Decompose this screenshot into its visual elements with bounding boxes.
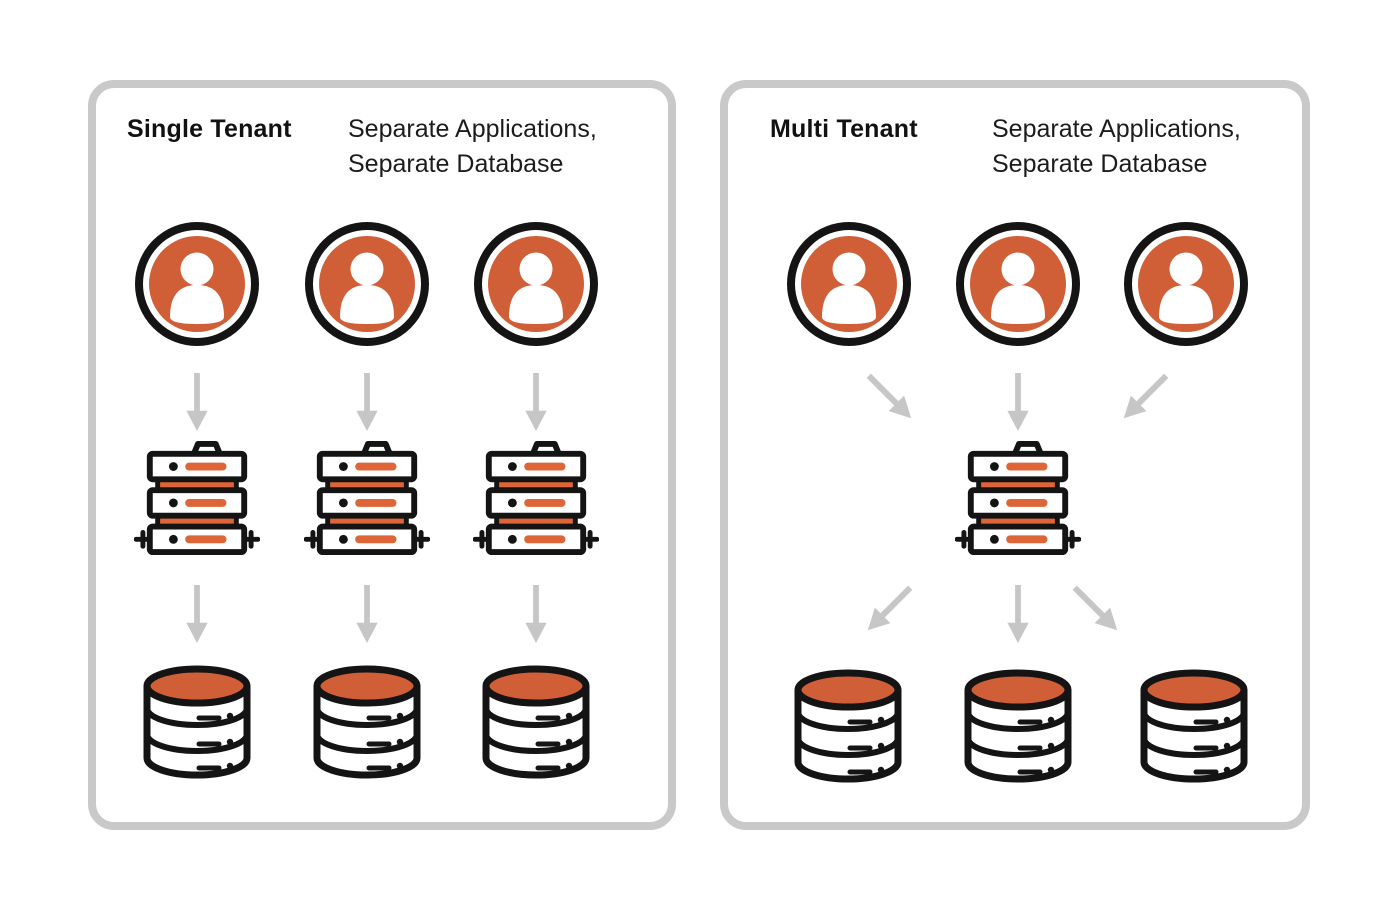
user-icon: [304, 221, 430, 347]
arrow-down-icon: [1006, 584, 1030, 644]
database-icon: [311, 662, 423, 784]
arrow-down-icon: [524, 372, 548, 432]
user-icon: [955, 221, 1081, 347]
arrow-down-icon: [355, 372, 379, 432]
panel-subtitle: Separate Applications, Separate Database: [992, 112, 1241, 182]
panel-subtitle: Separate Applications, Separate Database: [348, 112, 597, 182]
app-server-icon: [134, 440, 260, 558]
user-icon: [786, 221, 912, 347]
database-icon: [962, 666, 1074, 788]
user-icon: [1123, 221, 1249, 347]
panel-title: Single Tenant: [127, 115, 292, 143]
arrow-down-icon: [1006, 372, 1030, 432]
app-server-icon: [955, 440, 1081, 558]
panel-title: Multi Tenant: [770, 115, 918, 143]
panel-subtitle-line2: Separate Database: [348, 150, 564, 178]
arrow-down-left-icon: [858, 578, 920, 640]
arrow-down-icon: [524, 584, 548, 644]
database-icon: [792, 666, 904, 788]
multi-tenant-panel: Multi Tenant Separate Applications, Sepa…: [720, 80, 1310, 830]
arrow-down-left-icon: [1114, 366, 1176, 428]
panel-subtitle-line1: Separate Applications,: [992, 115, 1241, 143]
user-icon: [473, 221, 599, 347]
database-icon: [141, 662, 253, 784]
panel-subtitle-line1: Separate Applications,: [348, 115, 597, 143]
user-icon: [134, 221, 260, 347]
single-tenant-panel: Single Tenant Separate Applications, Sep…: [88, 80, 676, 830]
arrow-down-icon: [185, 584, 209, 644]
app-server-icon: [473, 440, 599, 558]
arrow-down-icon: [185, 372, 209, 432]
database-icon: [480, 662, 592, 784]
arrow-down-icon: [355, 584, 379, 644]
database-icon: [1138, 666, 1250, 788]
arrow-down-right-icon: [1065, 578, 1127, 640]
panel-subtitle-line2: Separate Database: [992, 150, 1208, 178]
arrow-down-right-icon: [859, 366, 921, 428]
app-server-icon: [304, 440, 430, 558]
